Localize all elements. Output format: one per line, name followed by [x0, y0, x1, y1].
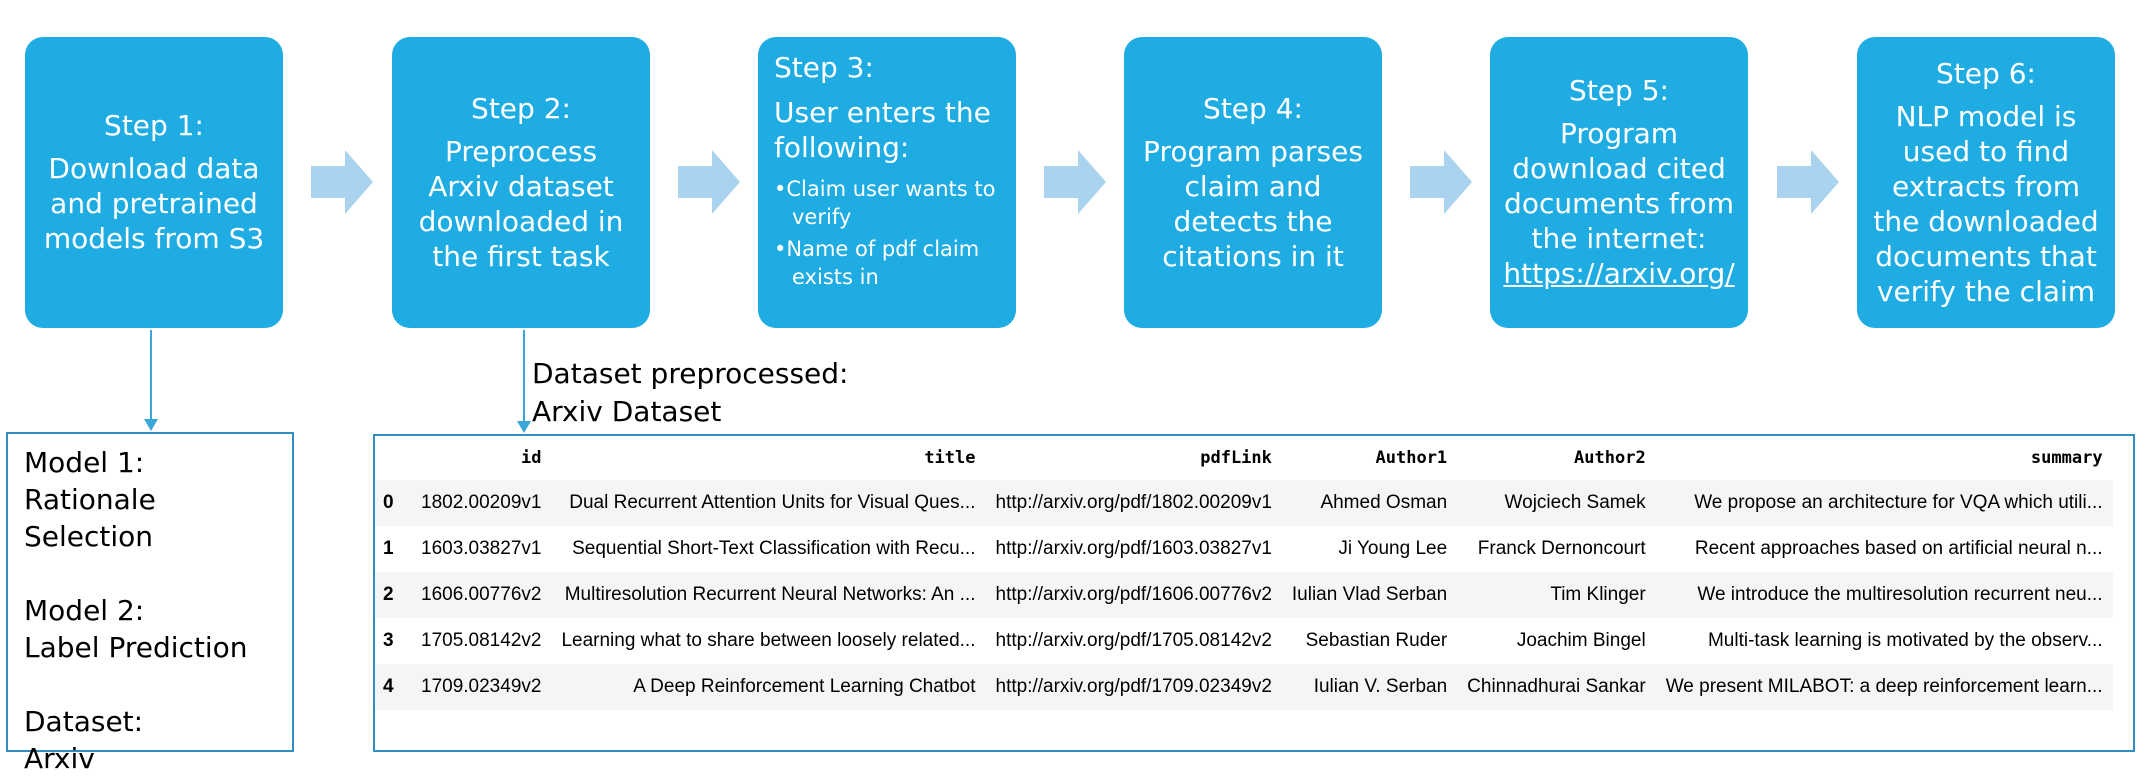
row-index: 3 [383, 630, 394, 651]
cell-id: 1709.02349v2 [411, 664, 552, 710]
cell-author2: Chinnadhurai Sankar [1457, 664, 1656, 710]
column-header-author2: Author2 [1574, 448, 1646, 468]
model-1-label: Model 1: [24, 446, 145, 479]
step-description: Program parses claim and detects the cit… [1143, 134, 1363, 273]
table-row: 2 1606.00776v2 Multiresolution Recurrent… [375, 572, 2113, 618]
cell-id: 1603.03827v1 [421, 538, 542, 559]
down-arrow-icon [517, 421, 531, 433]
step-bullet-list: •Claim user wants to verify •Name of pdf… [774, 175, 1000, 295]
cell-pdflink: http://arxiv.org/pdf/1606.00776v2 [985, 572, 1282, 618]
dataset-value: Arxiv [24, 742, 95, 775]
cell-summary: Multi-task learning is motivated by the … [1707, 630, 2103, 651]
cell-id: 1705.08142v2 [421, 630, 542, 651]
bullet-item: •Claim user wants to verify [774, 177, 996, 229]
row-index: 1 [383, 538, 394, 559]
column-header-title: title [924, 448, 976, 468]
cell-title: Dual Recurrent Attention Units for Visua… [551, 480, 986, 526]
cell-pdflink: http://arxiv.org/pdf/1603.03827v1 [995, 538, 1272, 559]
cell-summary: We propose an architecture for VQA which… [1655, 480, 2113, 526]
cell-author2: Tim Klinger [1457, 572, 1656, 618]
cell-author2: Wojciech Samek [1457, 480, 1656, 526]
dataset-label: Dataset: [24, 705, 144, 738]
step-3-box: Step 3: User enters the following: •Clai… [758, 37, 1016, 328]
step-title: Step 4: [1203, 91, 1303, 125]
cell-title: Multiresolution Recurrent Neural Network… [551, 572, 986, 618]
step-5-box: Step 5: Program download cited documents… [1490, 37, 1748, 328]
step-description-text: Program download cited documents from th… [1504, 117, 1734, 255]
step-4-box: Step 4: Program parses claim and detects… [1124, 37, 1382, 328]
cell-title: A Deep Reinforcement Learning Chatbot [551, 664, 986, 710]
row-index: 2 [375, 572, 411, 618]
right-arrow-icon [678, 150, 740, 214]
column-header-pdflink: pdfLink [1200, 448, 1272, 468]
step-1-box: Step 1: Download data and pretrained mod… [25, 37, 283, 328]
column-header-index [375, 436, 411, 480]
step-title: Step 1: [104, 109, 204, 142]
table-header-row: id title pdfLink Author1 Author2 summary [375, 436, 2113, 480]
dataset-table-box: id title pdfLink Author1 Author2 summary… [373, 434, 2135, 752]
cell-pdflink: http://arxiv.org/pdf/1705.08142v2 [995, 630, 1272, 651]
arxiv-link[interactable]: https://arxiv.org/ [1503, 257, 1735, 290]
cell-author1: Iulian Vlad Serban [1281, 572, 1458, 618]
column-header-id: id [520, 448, 542, 468]
cell-id: 1606.00776v2 [411, 572, 552, 618]
right-arrow-icon [1777, 150, 1839, 214]
step-title: Step 5: [1569, 74, 1669, 107]
connector-line [150, 330, 152, 421]
row-index: 0 [375, 480, 411, 526]
dataset-preprocessed-label: Dataset preprocessed: Arxiv Dataset [532, 355, 848, 431]
bullet-item: •Name of pdf claim exists in [774, 237, 980, 289]
cell-title: Learning what to share between loosely r… [561, 630, 976, 651]
dataset-table: id title pdfLink Author1 Author2 summary… [375, 436, 2113, 710]
row-index: 4 [375, 664, 411, 710]
column-header-author1: Author1 [1375, 448, 1448, 468]
step-2-box: Step 2: Preprocess Arxiv dataset downloa… [392, 37, 650, 328]
step-description: Preprocess Arxiv dataset downloaded in t… [418, 134, 624, 273]
cell-pdflink: http://arxiv.org/pdf/1709.02349v2 [985, 664, 1282, 710]
preprocessed-line-2: Arxiv Dataset [532, 395, 722, 428]
model-2-label: Model 2: [24, 594, 145, 627]
cell-author2: Franck Dernoncourt [1477, 538, 1646, 559]
model-2-value: Label Prediction [24, 631, 248, 664]
cell-summary: We introduce the multiresolution recurre… [1655, 572, 2113, 618]
column-header-summary: summary [2030, 448, 2103, 468]
step-description: Program download cited documents from th… [1503, 116, 1734, 291]
down-arrow-icon [144, 419, 158, 431]
cell-author1: Iulian V. Serban [1281, 664, 1458, 710]
step-title: Step 2: [471, 91, 571, 125]
cell-title: Sequential Short-Text Classification wit… [572, 538, 976, 559]
right-arrow-icon [1044, 150, 1106, 214]
table-row: 0 1802.00209v1 Dual Recurrent Attention … [375, 480, 2113, 526]
cell-pdflink: http://arxiv.org/pdf/1802.00209v1 [985, 480, 1282, 526]
cell-author1: Ji Young Lee [1338, 538, 1448, 559]
right-arrow-icon [311, 150, 373, 214]
step-title: Step 3: [774, 51, 874, 84]
cell-author1: Ahmed Osman [1281, 480, 1458, 526]
cell-summary: We present MILABOT: a deep reinforcement… [1655, 664, 2113, 710]
table-row: 3 1705.08142v2 Learning what to share be… [375, 618, 2113, 664]
right-arrow-icon [1410, 150, 1472, 214]
step-description: NLP model is used to find extracts from … [1873, 99, 2099, 308]
table-row: 4 1709.02349v2 A Deep Reinforcement Lear… [375, 664, 2113, 710]
model-1-value: Rationale Selection [24, 483, 156, 553]
table-row: 1 1603.03827v1 Sequential Short-Text Cla… [375, 526, 2113, 572]
connector-line [523, 330, 525, 423]
cell-id: 1802.00209v1 [411, 480, 552, 526]
preprocessed-line-1: Dataset preprocessed: [532, 357, 849, 390]
step-title: Step 6: [1936, 56, 2036, 90]
cell-author2: Joachim Bingel [1516, 630, 1646, 651]
step-description: User enters the following: [774, 96, 991, 164]
step-6-box: Step 6: NLP model is used to find extrac… [1857, 37, 2115, 328]
cell-summary: Recent approaches based on artificial ne… [1694, 538, 2103, 559]
step-description: Download data and pretrained models from… [43, 152, 265, 255]
cell-author1: Sebastian Ruder [1305, 630, 1448, 651]
models-info-box: Model 1: Rationale Selection Model 2: La… [6, 432, 294, 775]
